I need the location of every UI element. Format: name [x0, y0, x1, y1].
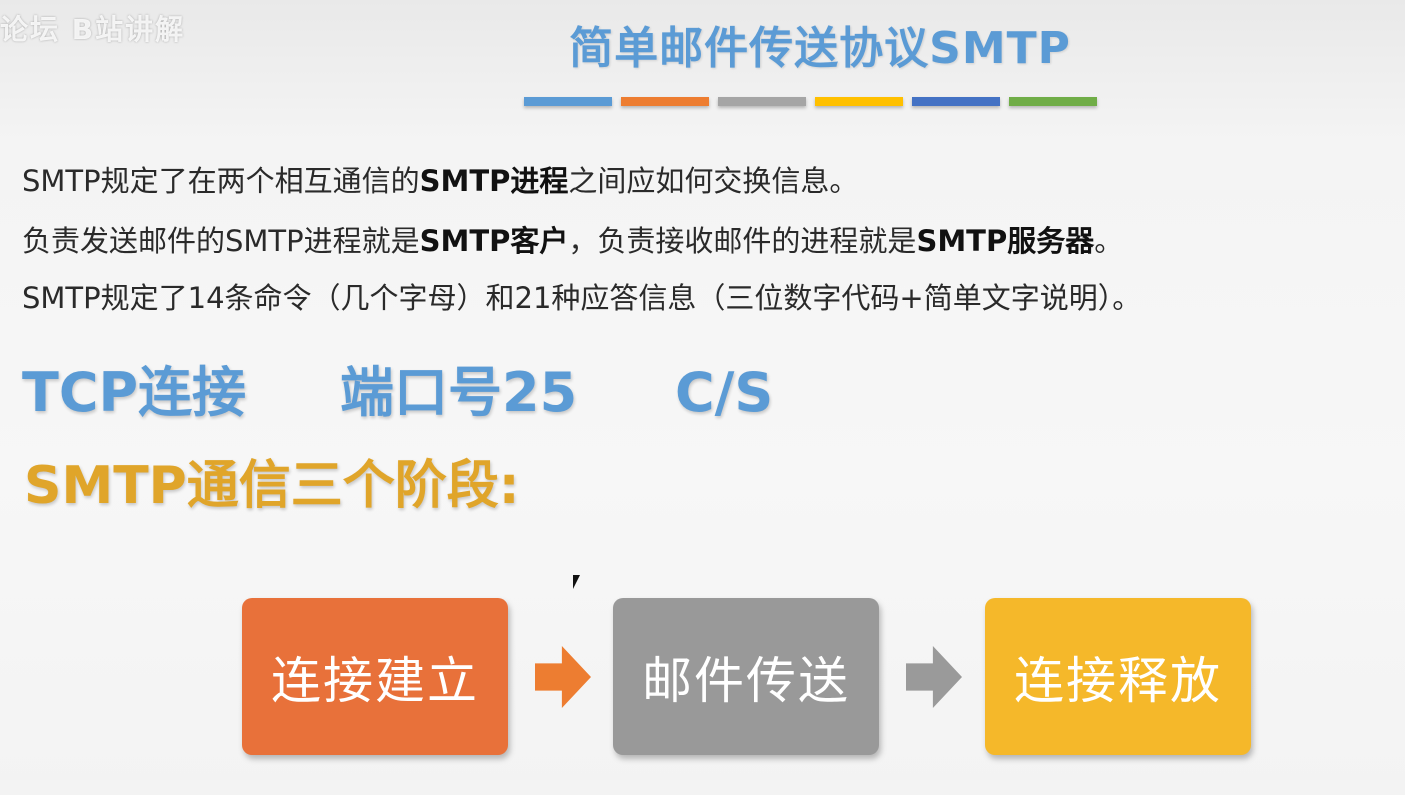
text-line-2: 负责发送邮件的SMTP进程就是SMTP客户，负责接收邮件的进程就是SMTP服务器… [22, 218, 1123, 260]
text-line-2-bold-1: SMTP客户 [419, 224, 569, 258]
stage-release: 连接释放 [985, 598, 1251, 755]
accent-bar-gray [718, 97, 806, 106]
text-line-2-bold-2: SMTP服务器 [916, 224, 1095, 258]
accent-bars [524, 97, 1097, 106]
text-line-1-bold-1: SMTP进程 [419, 164, 569, 198]
text-line-2-part-1: 负责发送邮件的SMTP进程就是 [22, 224, 420, 258]
accent-bar-yellow [815, 97, 903, 106]
text-line-2-part-3: 。 [1094, 224, 1124, 258]
text-line-1-part-1: SMTP规定了在两个相互通信的 [22, 164, 420, 198]
accent-bar-orange [621, 97, 709, 106]
text-line-1-part-2: 之间应如何交换信息。 [568, 164, 859, 198]
key-facts: TCP连接 端口号25 C/S [22, 348, 773, 427]
accent-bar-green [1009, 97, 1097, 106]
stages-heading: SMTP通信三个阶段: [24, 456, 520, 516]
text-line-3: SMTP规定了14条命令（几个字母）和21种应答信息（三位数字代码+简单文字说明… [22, 275, 1141, 317]
accent-bar-blue [524, 97, 612, 106]
stage-release-label: 连接释放 [1014, 651, 1222, 710]
fact-cs: C/S [675, 361, 774, 424]
text-line-3-part-1: SMTP规定了14条命令（几个字母）和21种应答信息（三位数字代码+简单文字说明… [22, 281, 1142, 315]
arrow-right-icon [906, 646, 962, 708]
arrow-right-icon [535, 646, 591, 708]
accent-bar-darkblue [912, 97, 1000, 106]
fact-port: 端口号25 [340, 361, 578, 424]
mouse-cursor-icon [573, 575, 580, 589]
video-watermark: 论坛 B站讲解 [0, 13, 186, 46]
text-line-1: SMTP规定了在两个相互通信的SMTP进程之间应如何交换信息。 [22, 158, 858, 200]
slide-title: 简单邮件传送协议SMTP [569, 23, 1071, 74]
text-line-2-part-2: ，负责接收邮件的进程就是 [568, 224, 917, 258]
stage-transfer: 邮件传送 [613, 598, 879, 755]
stage-connect: 连接建立 [242, 598, 508, 755]
stage-connect-label: 连接建立 [271, 651, 479, 710]
stage-transfer-label: 邮件传送 [642, 651, 850, 710]
fact-tcp: TCP连接 [22, 361, 247, 424]
